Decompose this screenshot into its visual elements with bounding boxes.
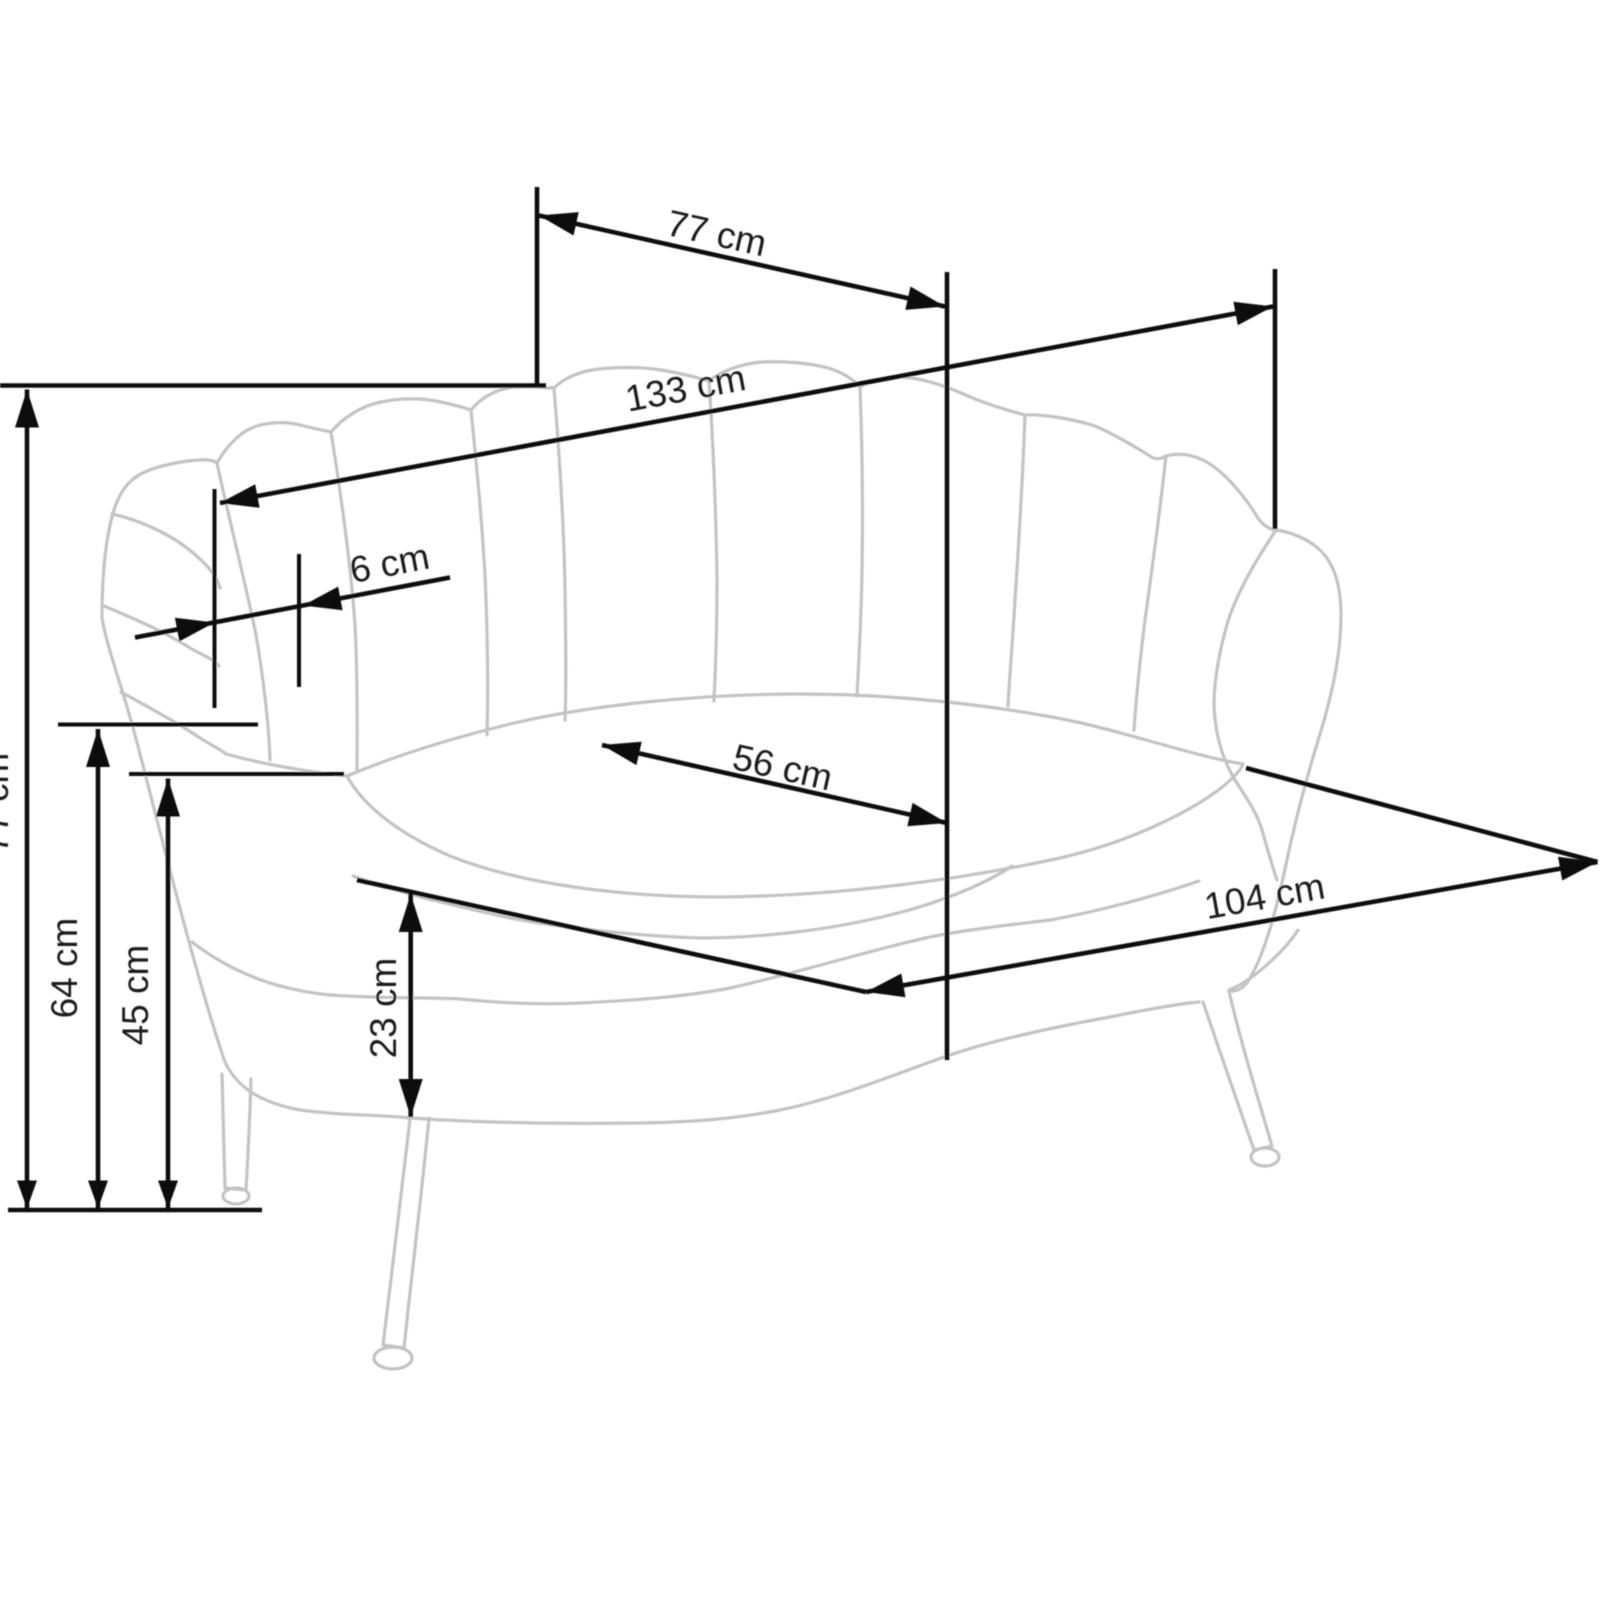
svg-text:77 cm: 77 cm [0,753,16,854]
svg-text:64 cm: 64 cm [44,918,85,1019]
svg-text:45 cm: 45 cm [115,945,156,1046]
svg-text:23 cm: 23 cm [363,958,404,1059]
